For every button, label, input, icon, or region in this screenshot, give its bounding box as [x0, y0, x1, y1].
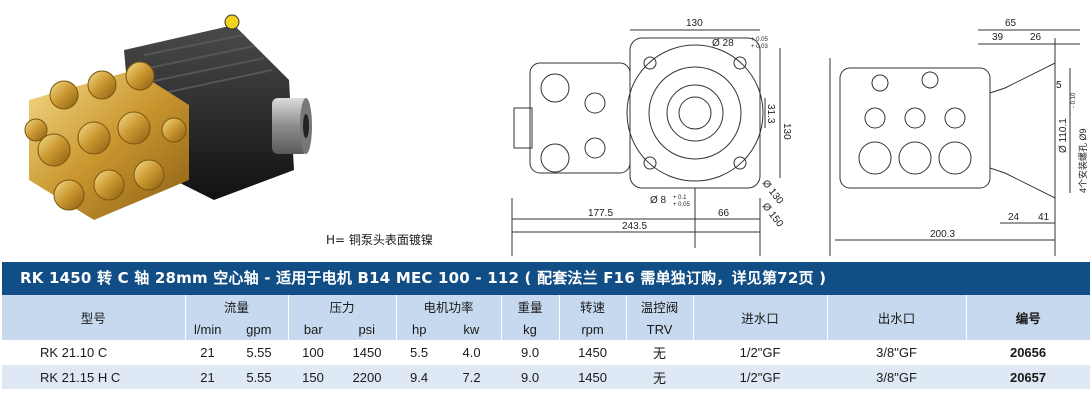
product-title: RK 1450 转 C 轴 28mm 空心轴 - 适用于电机 B14 MEC 1…	[2, 262, 1090, 295]
dim-130-width: 130	[686, 18, 703, 29]
header-row-units: l/min gpm bar psi hp kw kg rpm TRV	[2, 318, 1090, 340]
cell-gpm: 5.55	[230, 365, 289, 389]
dim-26: 26	[1030, 32, 1042, 43]
col-outlet: 出水口	[827, 295, 967, 340]
unit-rpm: rpm	[559, 318, 627, 340]
nickel-plating-note: H= 铜泵头表面镀镍	[326, 233, 433, 247]
dim-31-3: 31.3	[765, 104, 776, 124]
cell-psi: 2200	[338, 365, 397, 389]
unit-kw: kw	[442, 318, 502, 340]
dim-hole: Ø 8	[650, 195, 667, 206]
dim-200-3: 200.3	[930, 229, 955, 240]
unit-hp: hp	[396, 318, 443, 340]
dim-hole-tol-up: + 0.1	[673, 195, 687, 201]
dim-d130: Ø 130	[760, 178, 786, 207]
col-weight: 重量	[501, 295, 560, 318]
cell-lmin: 21	[185, 365, 230, 389]
dim-243-5: 243.5	[622, 221, 647, 232]
cell-model: RK 21.15 H C	[2, 365, 185, 389]
dim-d150: Ø 150	[760, 201, 786, 230]
cell-kg: 9.0	[501, 340, 560, 365]
cell-trv: 无	[626, 365, 694, 389]
col-flow: 流量	[185, 295, 289, 318]
cell-hp: 5.5	[396, 340, 443, 365]
table-row: RK 21.15 H C 21 5.55 150 2200 9.4 7.2 9.…	[2, 365, 1091, 389]
cell-kw: 4.0	[442, 340, 502, 365]
cell-bar: 150	[288, 365, 339, 389]
cell-lmin: 21	[185, 340, 230, 365]
pump-photo	[24, 14, 312, 220]
cell-kw: 7.2	[442, 365, 502, 389]
dim-flange: Ø 110.1	[1058, 118, 1069, 153]
dim-flange-tol-up: 0	[1071, 92, 1077, 96]
cell-inlet: 1/2"GF	[693, 340, 828, 365]
dim-5: 5	[1056, 80, 1062, 91]
cell-outlet: 3/8"GF	[827, 365, 967, 389]
cell-trv: 无	[626, 340, 694, 365]
header-row-1: 型号 流量 压力 电机功率 重量 转速 温控阀 进水口 出水口 编号	[2, 295, 1091, 340]
dim-shaft: Ø 28	[712, 38, 734, 49]
dim-66: 66	[718, 208, 730, 219]
technical-drawing: 130 Ø 28 + 0.05 + 0.03 31.3 130 Ø 130 Ø …	[511, 18, 1088, 256]
col-trv: 温控阀	[626, 295, 694, 318]
dim-mount-holes: 4个安装螺孔 Ø9	[1077, 128, 1088, 193]
cell-code: 20657	[966, 365, 1091, 389]
cell-rpm: 1450	[559, 365, 627, 389]
cell-rpm: 1450	[559, 340, 627, 365]
cell-gpm: 5.55	[230, 340, 289, 365]
cell-psi: 1450	[338, 340, 397, 365]
cell-bar: 100	[288, 340, 339, 365]
dim-41: 41	[1038, 212, 1050, 223]
dim-65: 65	[1005, 18, 1017, 29]
col-speed: 转速	[559, 295, 627, 318]
col-power: 电机功率	[396, 295, 502, 318]
col-pressure: 压力	[288, 295, 397, 318]
unit-lmin: l/min	[185, 318, 230, 340]
cell-model: RK 21.10 C	[2, 340, 185, 365]
dim-177-5: 177.5	[588, 208, 613, 219]
product-section: H= 铜泵头表面镀镍	[24, 14, 1088, 256]
unit-psi: psi	[338, 318, 397, 340]
cell-kg: 9.0	[501, 365, 560, 389]
cell-inlet: 1/2"GF	[693, 365, 828, 389]
dim-130-height: 130	[781, 123, 792, 140]
dim-flange-tol-dn: - 0.1	[1071, 95, 1077, 108]
col-model: 型号	[2, 295, 186, 340]
dim-24: 24	[1008, 212, 1020, 223]
unit-bar: bar	[288, 318, 339, 340]
dim-hole-tol-dn: + 0.05	[673, 202, 691, 208]
spec-table: 型号 流量 压力 电机功率 重量 转速 温控阀 进水口 出水口 编号 l/min…	[2, 295, 1091, 389]
unit-kg: kg	[501, 318, 560, 340]
col-code: 编号	[966, 295, 1091, 340]
cell-hp: 9.4	[396, 365, 443, 389]
dim-39: 39	[992, 32, 1004, 43]
cell-outlet: 3/8"GF	[827, 340, 967, 365]
unit-gpm: gpm	[230, 318, 289, 340]
col-inlet: 进水口	[693, 295, 828, 340]
unit-trv: TRV	[626, 318, 694, 340]
dim-shaft-tol-dn: + 0.03	[751, 44, 769, 50]
dim-shaft-tol-up: + 0.05	[751, 37, 769, 43]
table-row: RK 21.10 C 21 5.55 100 1450 5.5 4.0 9.0 …	[2, 340, 1091, 365]
cell-code: 20656	[966, 340, 1091, 365]
